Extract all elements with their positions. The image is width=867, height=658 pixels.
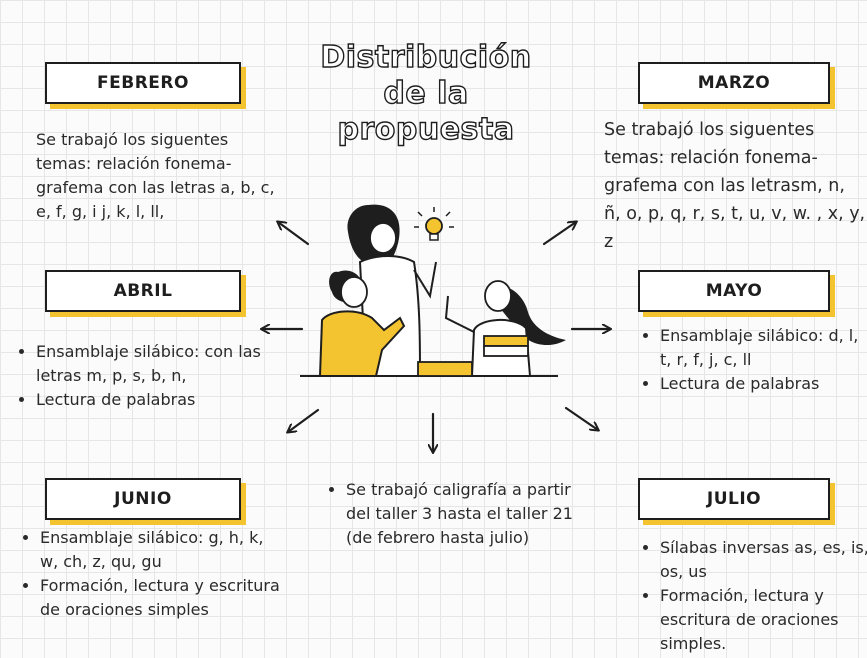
title-line-2: de la: [383, 75, 469, 111]
julio-list: Sílabas inversas as, es, is, os, us Form…: [640, 536, 867, 656]
julio-item-2: Formación, lectura y escritura de oracio…: [660, 584, 867, 656]
label-marzo: MARZO: [638, 62, 830, 104]
books-icon: [417, 335, 529, 377]
julio-item-1: Sílabas inversas as, es, is, os, us: [660, 536, 867, 584]
abril-item-1: Ensamblaje silábico: con las letras m, p…: [36, 340, 264, 388]
label-febrero: FEBRERO: [45, 62, 241, 104]
abril-item-2: Lectura de palabras: [36, 388, 264, 412]
junio-item-2: Formación, lectura y escritura de oracio…: [40, 574, 284, 622]
junio-list: Ensamblaje silábico: g, h, k, w, ch, z, …: [20, 526, 284, 622]
arrow-to-junio: [288, 408, 320, 432]
mayo-item-1: Ensamblaje silábico: d, l, t, r, f, j, c…: [660, 324, 867, 372]
mayo-list: Ensamblaje silábico: d, l, t, r, f, j, c…: [640, 324, 867, 396]
center-item-1: Se trabajó caligrafía a partir del talle…: [346, 478, 590, 550]
label-abril: ABRIL: [45, 270, 241, 312]
arrow-to-febrero: [278, 222, 310, 246]
mayo-item-2: Lectura de palabras: [660, 372, 867, 396]
center-list: Se trabajó caligrafía a partir del talle…: [326, 478, 590, 550]
label-julio: JULIO: [638, 478, 830, 520]
page-title: Distribución de la propuesta: [318, 39, 534, 148]
abril-list: Ensamblaje silábico: con las letras m, p…: [16, 340, 264, 412]
marzo-text: Se trabajó los siguentes temas: relación…: [604, 120, 866, 252]
lightbulb-icon: [414, 207, 454, 241]
arrow-to-marzo: [542, 222, 576, 246]
title-line-1: Distribución: [320, 39, 532, 75]
febrero-text: Se trabajó los siguentes temas: relación…: [36, 130, 275, 221]
label-junio: JUNIO: [45, 478, 241, 520]
label-mayo: MAYO: [638, 270, 830, 312]
arrow-to-julio: [564, 406, 598, 430]
junio-item-1: Ensamblaje silábico: g, h, k, w, ch, z, …: [40, 526, 284, 574]
students-illustration: [300, 204, 566, 377]
title-line-3: propuesta: [337, 111, 515, 147]
